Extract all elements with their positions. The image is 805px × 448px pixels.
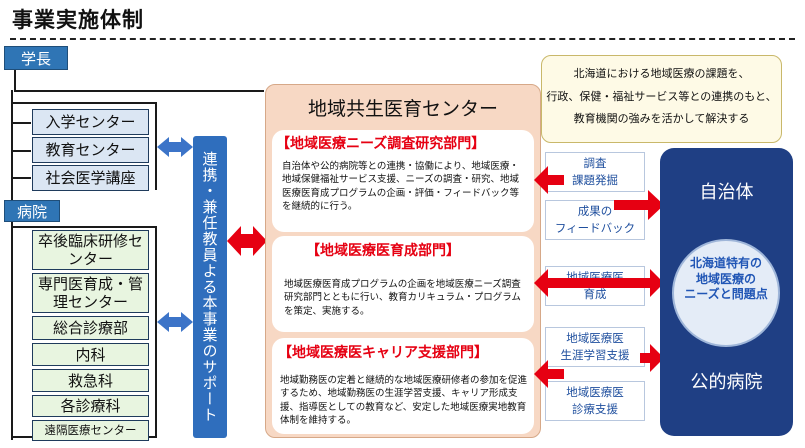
- page-title: 事業実施体制: [12, 8, 144, 32]
- unit-specialist: 専門医育成・管理センター: [32, 273, 149, 313]
- label-survey: 調査 課題発掘: [545, 152, 645, 192]
- double-arrow-icon: [227, 226, 267, 256]
- division-box: 【地域医療医育成部門】 地域医療医育成プログラムの企画を地域医療ニーズ調査研究部…: [272, 236, 534, 332]
- double-arrow-icon: [157, 137, 193, 157]
- connector-line: [11, 150, 31, 152]
- title-divider: [10, 38, 795, 40]
- issues-text: 北海道特有の 地域医療の ニーズと問題点: [684, 256, 768, 302]
- division-heading: 【地域医療医キャリア支援部門】: [278, 345, 488, 361]
- arrow-left-icon: [534, 360, 564, 388]
- goal-note: 北海道における地域医療の課題を、 行政、保健・福祉サービス等との連携のもと、 教…: [541, 55, 782, 143]
- division-heading: 【地域医療ニーズ調査研究部門】: [276, 136, 486, 152]
- note-line: 教育機関の強みを活かして解決する: [573, 112, 750, 126]
- connector-line: [11, 177, 31, 179]
- connector-line: [11, 102, 157, 104]
- dept-social-medicine: 社会医学講座: [32, 165, 149, 191]
- unit-internal: 内科: [32, 343, 149, 366]
- support-bar: 連携・兼任教員よる本事業のサポート: [193, 136, 227, 438]
- label-feedback: 成果の フィードバック: [545, 200, 645, 240]
- connector-line: [11, 122, 31, 124]
- hospital-label: 病院: [4, 200, 60, 222]
- division-box: 【地域医療医キャリア支援部門】 地域勤務医の定着と継続的な地域医療研修者の参加を…: [272, 338, 534, 434]
- unit-telemedicine: 遠隔医療センター: [32, 420, 149, 441]
- unit-postgrad: 卒後臨床研修センター: [32, 230, 149, 270]
- president-label: 学長: [4, 46, 68, 70]
- connector-line: [155, 102, 157, 190]
- division-heading: 【地域医療医育成部門】: [306, 243, 460, 259]
- center-title: 地域共生医育センター: [307, 98, 498, 120]
- connector-line: [11, 90, 13, 200]
- connector-line: [14, 70, 16, 90]
- arrow-right-icon: [614, 190, 664, 220]
- issues-circle: [672, 239, 780, 347]
- note-line: 行政、保健・福祉サービス等との連携のもと、: [546, 89, 777, 103]
- connector-line: [14, 90, 264, 92]
- division-text: 地域勤務医の定着と継続的な地域医療研修者の参加を促進するため、地域勤務医の生涯学…: [280, 375, 528, 427]
- dept-admission: 入学センター: [32, 109, 149, 135]
- arrow-left-icon: [534, 166, 564, 194]
- unit-clinical: 各診療科: [32, 395, 149, 417]
- unit-emergency: 救急科: [32, 369, 149, 392]
- connector-line: [11, 226, 157, 228]
- connector-line: [11, 222, 13, 440]
- municipality-label: 自治体: [699, 182, 754, 203]
- unit-general: 総合診療部: [32, 316, 149, 340]
- arrow-right-icon: [640, 344, 664, 372]
- connector-line: [155, 226, 157, 438]
- double-arrow-icon: [534, 269, 664, 297]
- division-box: 【地域医療ニーズ調査研究部門】 自治体や公的病院等との連携・協働により、地域医療…: [272, 130, 534, 232]
- public-hospital-label: 公的病院: [690, 372, 763, 393]
- double-arrow-icon: [157, 312, 193, 332]
- division-text: 自治体や公的病院等との連携・協働により、地域医療・地域保健福祉サービス支援、ニー…: [282, 161, 520, 213]
- note-line: 北海道における地域医療の課題を、: [573, 67, 750, 80]
- label-lifelong: 地域医療医 生涯学習支援: [545, 327, 645, 367]
- label-clinical: 地域医療医 診療支援: [545, 381, 645, 421]
- division-text: 地域医療医育成プログラムの企画を地域医療ニーズ調査研究部門とともに行い、教育カリ…: [284, 279, 521, 317]
- dept-education: 教育センター: [32, 137, 149, 163]
